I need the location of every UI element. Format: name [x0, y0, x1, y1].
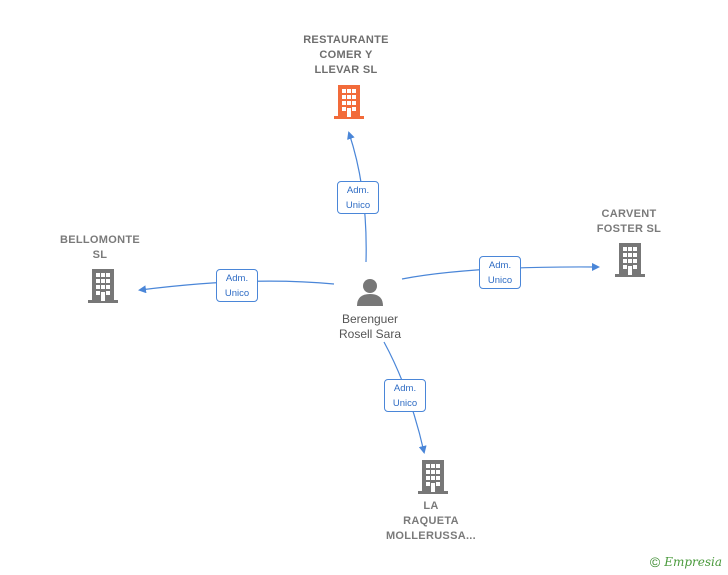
company-label-laraqueta[interactable]: LA RAQUETA MOLLERUSSA...	[373, 499, 489, 544]
company-name-line: RESTAURANTE	[303, 34, 389, 46]
relation-role: Unico	[487, 275, 513, 286]
brand-logo: Empresia	[664, 555, 722, 569]
company-name-line: COMER Y	[319, 49, 373, 61]
company-label-restaurante[interactable]: RESTAURANTE COMER Y LLEVAR SL	[286, 33, 406, 78]
person-name-line: Rosell Sara	[338, 327, 402, 341]
relation-role: Adm.	[346, 185, 370, 196]
relation-badge-laraqueta[interactable]: Adm. Unico	[384, 379, 426, 412]
relation-role: Adm.	[488, 260, 512, 271]
relation-badge-carvent[interactable]: Adm. Unico	[479, 256, 521, 289]
company-label-carvent[interactable]: CARVENT FOSTER SL	[579, 207, 679, 237]
relation-role: Adm.	[393, 383, 417, 394]
person-icon[interactable]	[355, 277, 385, 307]
relation-role: Unico	[345, 200, 371, 211]
footer-brand: © Empresia	[650, 554, 722, 570]
relation-role: Adm.	[225, 273, 249, 284]
building-icon[interactable]	[87, 268, 119, 304]
company-name-line: LLEVAR SL	[314, 64, 378, 76]
relation-role: Unico	[392, 398, 418, 409]
relation-badge-restaurante[interactable]: Adm. Unico	[337, 181, 379, 214]
copyright-icon: ©	[649, 554, 661, 570]
building-icon[interactable]	[614, 242, 646, 278]
company-name-line: MOLLERUSSA...	[385, 530, 477, 542]
company-name-line: CARVENT	[601, 208, 657, 220]
building-icon[interactable]	[333, 84, 365, 120]
company-name-line: SL	[92, 249, 108, 261]
company-name-line: FOSTER SL	[596, 223, 662, 235]
company-label-bellomonte[interactable]: BELLOMONTE SL	[50, 233, 150, 263]
relation-badge-bellomonte[interactable]: Adm. Unico	[216, 269, 258, 302]
company-name-line: BELLOMONTE	[60, 234, 140, 246]
person-name-line: Berenguer	[341, 312, 399, 326]
building-icon[interactable]	[417, 459, 449, 495]
company-name-line: RAQUETA	[403, 515, 459, 527]
relation-role: Unico	[224, 288, 250, 299]
person-name[interactable]: Berenguer Rosell Sara	[310, 312, 430, 342]
company-name-line: LA	[423, 500, 439, 512]
